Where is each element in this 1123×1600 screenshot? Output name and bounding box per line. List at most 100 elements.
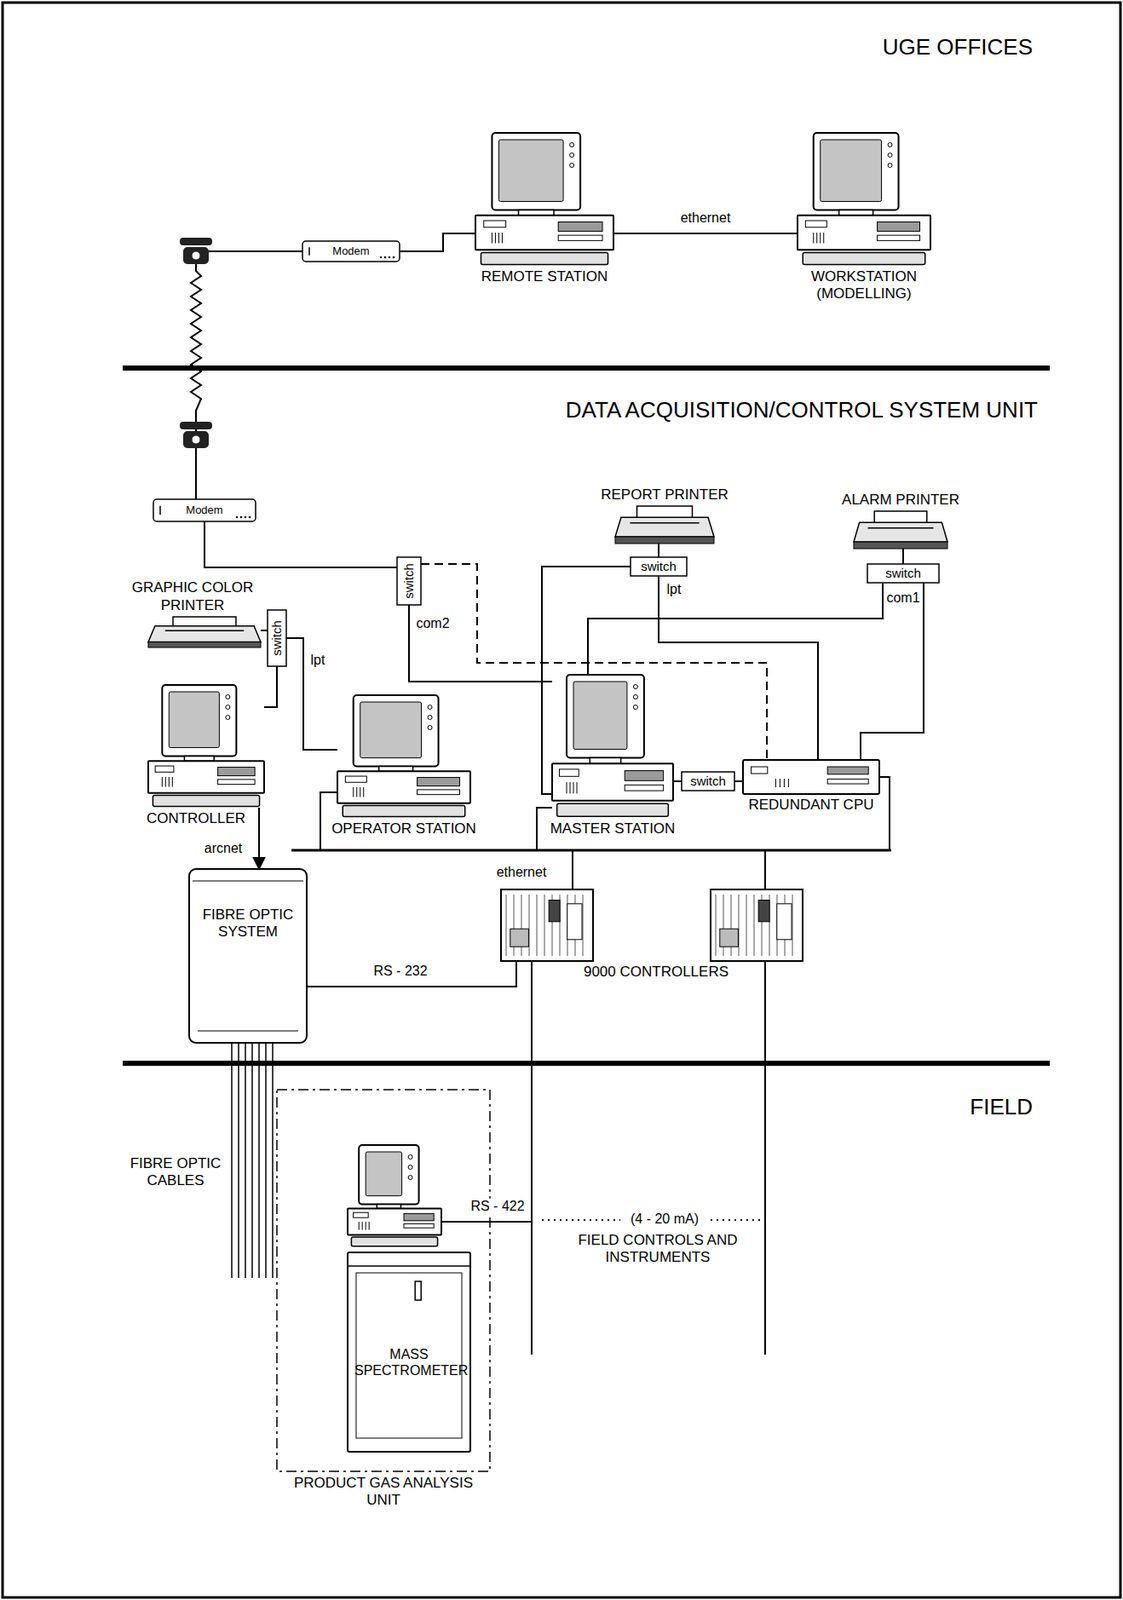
art-part xyxy=(480,252,608,265)
controller-rack xyxy=(710,889,803,962)
printer-icon-art xyxy=(615,506,715,544)
cpu-unit-art xyxy=(742,760,880,795)
text-label: DATA ACQUISITION/CONTROL SYSTEM UNIT xyxy=(565,397,1038,424)
node-label: OPERATOR STATION xyxy=(331,820,477,838)
connector-label: ethernet xyxy=(494,864,550,881)
art-part xyxy=(777,904,792,940)
fibre-cable xyxy=(258,1042,260,1279)
art-part xyxy=(414,1281,421,1301)
art-line xyxy=(566,782,568,794)
fibre-optic-cabinet: FIBRE OPTIC SYSTEM xyxy=(189,869,307,1043)
computer-icon-art xyxy=(797,132,931,266)
modem-led xyxy=(240,516,243,519)
computer-icon-art xyxy=(552,674,674,818)
art-line xyxy=(629,522,699,525)
art-line xyxy=(792,894,794,956)
art-part xyxy=(302,241,400,262)
printer-icon: GRAPHIC COLOR PRINTER xyxy=(148,616,261,648)
art-line xyxy=(495,232,496,243)
art-line xyxy=(197,1030,299,1032)
connector-line xyxy=(258,807,260,870)
fibre-cable xyxy=(230,1042,233,1279)
printer-body xyxy=(615,517,715,537)
band-divider xyxy=(122,1060,1050,1066)
switch-box: switch xyxy=(397,557,421,605)
art-knob xyxy=(225,695,231,700)
art-line xyxy=(573,782,575,794)
art-line xyxy=(161,777,163,788)
node-label: ALARM PRINTER xyxy=(841,491,960,509)
phone-base xyxy=(183,431,209,449)
text-label: (4 - 20 mA) xyxy=(617,1210,712,1227)
art-knob xyxy=(225,715,231,720)
art-part xyxy=(877,235,921,241)
art-knob xyxy=(633,695,638,700)
connector-label: RS - 422 xyxy=(467,1198,527,1215)
art-part xyxy=(161,685,237,757)
computer-icon-art xyxy=(337,695,471,818)
node-label: switch xyxy=(269,620,285,657)
fibre-cable xyxy=(264,1042,267,1279)
connector-line xyxy=(306,961,517,987)
node-label: REPORT PRINTER xyxy=(600,486,729,504)
art-knob xyxy=(570,153,575,158)
mass-spectrometer-art xyxy=(347,1145,471,1452)
art-part xyxy=(802,252,926,265)
fibre-cable xyxy=(251,1042,254,1279)
text-label: FIELD xyxy=(969,1094,1033,1121)
phone-dial xyxy=(191,435,201,444)
node-label: switch xyxy=(885,565,922,582)
node-label: switch xyxy=(690,773,726,789)
art-line xyxy=(347,1265,471,1267)
art-part xyxy=(681,771,735,791)
art-part xyxy=(742,760,880,795)
art-part xyxy=(510,928,530,947)
text-label: UGE OFFICES xyxy=(882,34,1033,61)
art-part xyxy=(345,776,367,783)
controller-rack-art xyxy=(501,889,594,962)
art-part xyxy=(751,766,768,774)
art-part xyxy=(189,869,307,1043)
printer-icon: ALARM PRINTER xyxy=(853,511,948,549)
connector-line xyxy=(320,792,573,890)
printer-body xyxy=(148,626,261,643)
computer-icon-art xyxy=(148,685,265,808)
art-part xyxy=(867,564,939,583)
art-line xyxy=(779,778,781,788)
art-part xyxy=(152,795,260,807)
telephone-icon xyxy=(179,237,213,265)
connector-line xyxy=(902,548,905,565)
modem-led xyxy=(388,256,392,260)
art-line xyxy=(754,894,755,956)
art-knob xyxy=(427,705,432,710)
connector-line xyxy=(190,251,303,500)
art-line xyxy=(308,247,311,256)
bus-drop xyxy=(764,850,766,890)
phone-base xyxy=(183,247,209,265)
controller-rack: 9000 CONTROLLERS xyxy=(501,889,594,962)
art-part xyxy=(365,1151,402,1197)
connector-line xyxy=(657,543,660,558)
text-label: FIELD CONTROLS AND INSTRUMENTS xyxy=(572,1232,743,1267)
computer-icon: MASTER STATION xyxy=(552,674,674,818)
art-part xyxy=(417,777,461,786)
band-divider xyxy=(122,365,1050,371)
connector-line xyxy=(260,629,268,632)
art-line xyxy=(715,894,717,956)
connector-line xyxy=(204,521,398,568)
art-part xyxy=(397,557,421,605)
telephone-icon xyxy=(179,421,213,449)
fibre-optic-cables xyxy=(231,1042,273,1279)
art-part xyxy=(403,1213,434,1221)
node-label: REDUNDANT CPU xyxy=(748,796,874,814)
art-knob xyxy=(633,685,638,690)
fibre-cable xyxy=(244,1042,247,1279)
art-line xyxy=(582,894,584,956)
art-line xyxy=(192,881,304,882)
connectors xyxy=(190,233,924,1222)
art-line xyxy=(746,894,748,956)
art-part xyxy=(552,763,674,801)
node-label: MASTER STATION xyxy=(550,820,676,838)
art-part xyxy=(483,220,507,228)
